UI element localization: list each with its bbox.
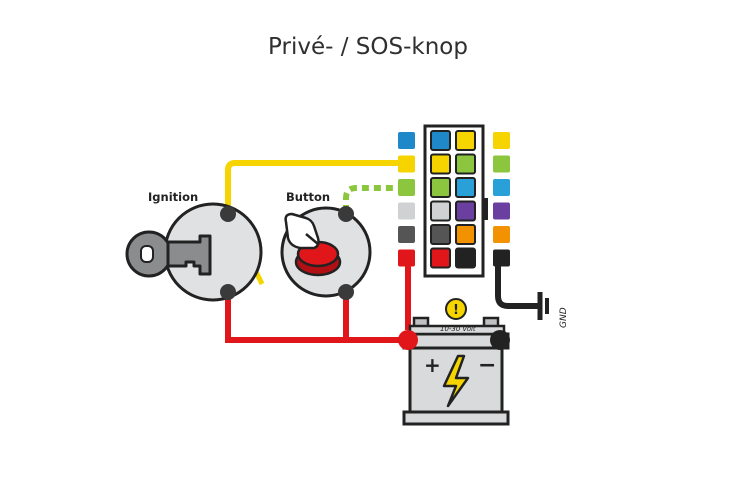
wire-terminal	[398, 202, 415, 220]
connector-pin	[455, 153, 476, 175]
diagram-title: Privé- / SOS-knop	[268, 34, 468, 60]
connector-pin	[430, 153, 451, 175]
connector-pin	[455, 200, 476, 222]
connector-block	[398, 124, 510, 278]
wire-terminal	[398, 249, 415, 267]
wire-red	[225, 292, 410, 343]
connector-pin	[455, 224, 476, 245]
wire-terminal	[493, 132, 510, 149]
ignition-switch	[163, 202, 263, 302]
wire-green-dashed	[343, 185, 400, 212]
connector-pin	[455, 177, 476, 198]
connector-pin	[430, 200, 451, 222]
warning-label: !	[453, 303, 459, 318]
wire-terminal	[493, 179, 510, 196]
wire-black	[495, 262, 540, 309]
wire-terminal	[493, 226, 510, 243]
wire-yellow	[225, 160, 400, 210]
connector-pin	[430, 247, 451, 269]
wire-terminal	[398, 226, 415, 243]
connector-pin	[455, 247, 476, 269]
lightning-icon	[442, 354, 470, 408]
battery-plus-label: +	[424, 353, 441, 377]
wire-terminal	[398, 155, 415, 173]
connector-pin	[430, 130, 451, 151]
key-icon	[125, 230, 212, 278]
wire-terminal	[493, 249, 510, 267]
battery-voltage-label: 10-30 volt	[440, 325, 476, 333]
wire-terminal	[398, 132, 415, 149]
ignition-label: Ignition	[148, 190, 198, 204]
ground-symbol-icon	[537, 292, 549, 320]
button-label: Button	[286, 190, 330, 204]
wire-terminal	[493, 202, 510, 220]
hand-pointer-icon	[284, 212, 320, 250]
connector-pin	[430, 224, 451, 245]
wire-terminal	[493, 155, 510, 173]
warning-icon	[445, 298, 467, 320]
battery-minus-label: −	[478, 353, 496, 378]
connector-pin	[430, 177, 451, 198]
connector-pin	[455, 130, 476, 151]
gnd-label: GND	[559, 307, 569, 328]
wire-terminal	[398, 179, 415, 196]
